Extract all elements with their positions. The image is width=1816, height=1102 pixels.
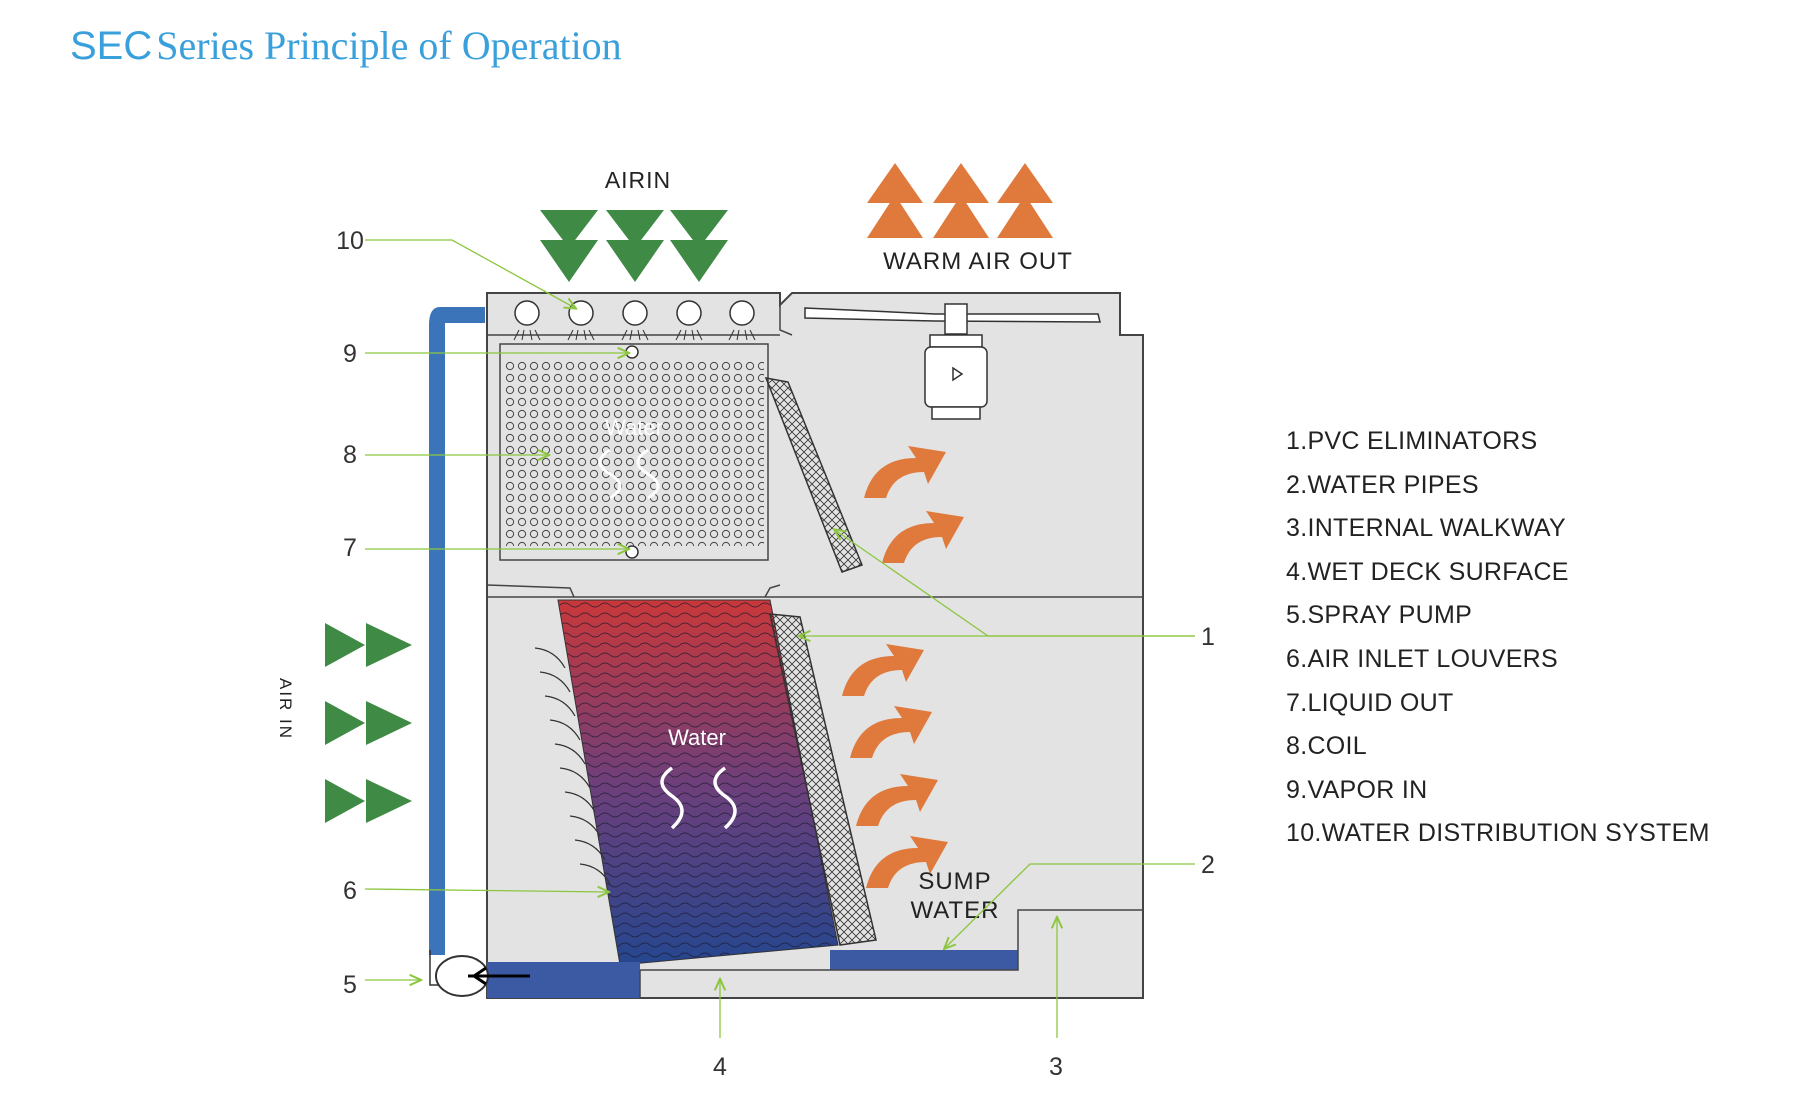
callout-number: 7 [343,534,357,562]
side-air-in-arrows [325,623,412,823]
legend-item: 7.LIQUID OUT [1286,688,1454,717]
callout-leader [365,239,575,308]
water-label-lower: Water [668,725,726,750]
title-text: Series Principle of Operation [156,23,622,68]
up-arrow-icon [867,163,923,238]
title-brand: SEC [70,24,153,68]
pump-icon [429,950,530,997]
callout-number: 2 [1201,851,1215,879]
sump-basin [487,909,1143,998]
curved-arrow-icon [850,706,932,758]
legend: 1.PVC ELIMINATORS 2.WATER PIPES 3.INTERN… [1286,426,1710,862]
right-arrow-icon [325,623,412,667]
callout-number: 3 [1049,1053,1063,1081]
lower-eliminator [769,613,877,946]
upper-eliminator [764,377,863,573]
air-in-top-label: AIRIN [605,167,671,193]
air-flow-arrows [842,446,964,888]
spray-nozzles [513,300,756,341]
wet-deck: Water [557,599,839,966]
air-inlet-louvers [534,647,611,885]
legend-item: 9.VAPOR IN [1286,775,1428,804]
callout-number: 1 [1201,623,1215,651]
up-arrow-icon [933,163,989,238]
legend-item: 6.AIR INLET LOUVERS [1286,644,1558,673]
right-arrow-icon [325,701,412,745]
legend-item: 10.WATER DISTRIBUTION SYSTEM [1286,819,1710,848]
legend-item: 1.PVC ELIMINATORS [1286,427,1538,455]
down-arrow-icon [540,210,598,282]
curved-arrow-icon [856,774,938,826]
air-in-arrows [540,210,728,282]
legend-item: 3.INTERNAL WALKWAY [1286,514,1566,543]
callout-number: 5 [343,971,357,999]
right-arrow-icon [325,779,412,823]
callout-number: 8 [343,441,357,469]
legend-item: 5.SPRAY PUMP [1286,601,1473,630]
air-in-side-label: AIR IN [276,678,295,740]
curved-arrow-icon [842,644,924,696]
callout-leaders [364,239,1195,1038]
water-pipe [429,307,485,955]
coil: Water [499,343,769,561]
callout-numbers: 1 2 3 4 5 6 7 8 9 10 [336,227,1215,1081]
water-label-upper: Water [605,415,663,440]
warm-air-out-label: WARM AIR OUT [883,248,1073,275]
down-arrow-icon [670,210,728,282]
callout-number: 9 [343,340,357,368]
callout-number: 6 [343,877,357,905]
spray-nozzle-icon [621,300,649,341]
sump-label-line1: SUMP [918,868,991,895]
up-arrow-icon [997,163,1053,238]
down-arrow-icon [606,210,664,282]
callout-number: 4 [713,1053,727,1081]
spray-nozzle-icon [728,300,756,341]
curved-arrow-icon [866,836,948,888]
warm-air-out-arrows [867,163,1053,238]
callout-leader [364,889,608,892]
page-title: SEC Series Principle of Operation [70,22,622,69]
curved-arrow-icon [882,511,964,563]
sump-label-line2: WATER [911,897,1000,924]
callout-leader [945,863,1195,948]
legend-item: 4.WET DECK SURFACE [1286,557,1569,586]
legend-item: 2.WATER PIPES [1286,470,1479,499]
spray-nozzle-icon [513,300,541,341]
legend-item: 8.COIL [1286,732,1367,761]
fan-motor-icon [804,303,1101,420]
callout-number: 10 [336,227,364,255]
spray-nozzle-icon [675,300,703,341]
curved-arrow-icon [864,446,946,498]
